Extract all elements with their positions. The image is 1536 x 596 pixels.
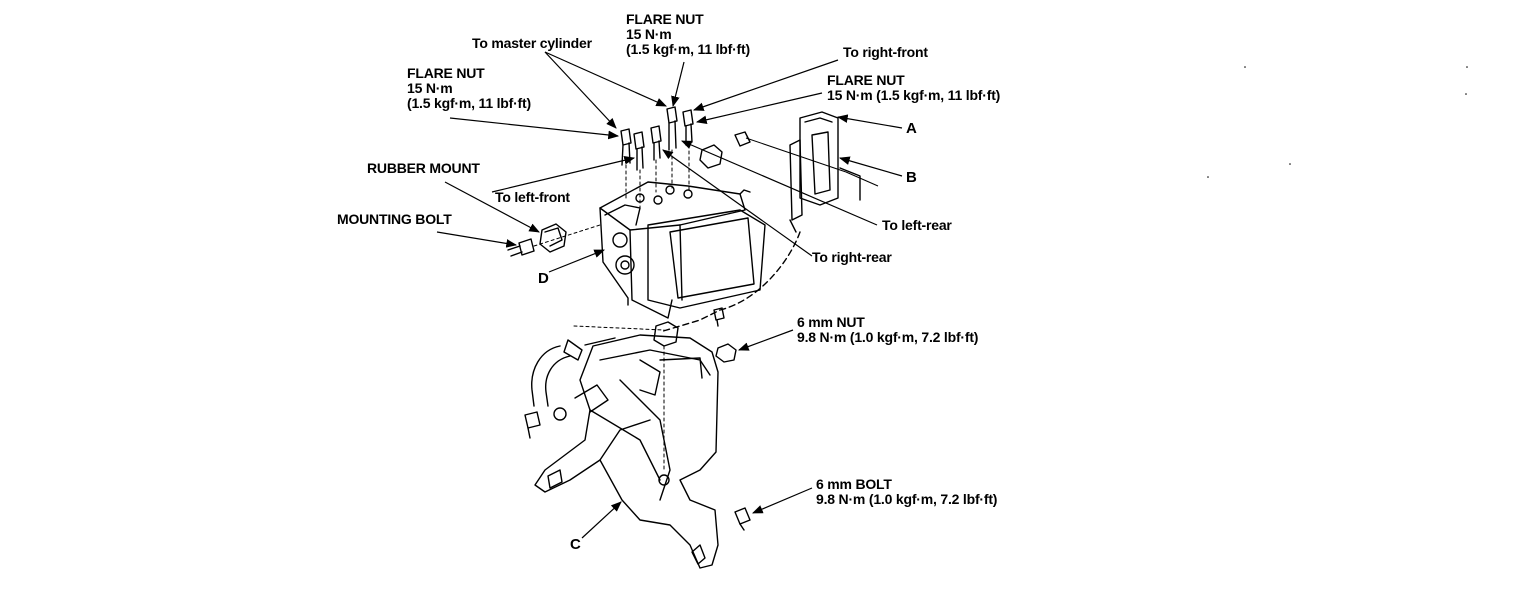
six-mm-nut xyxy=(715,343,737,363)
arrow-six-mm-bolt xyxy=(752,487,813,514)
bottom-bolt xyxy=(713,307,725,327)
label-d: D xyxy=(538,270,549,287)
arrow-flare-nut-left xyxy=(449,117,620,140)
arrow-left-rear xyxy=(681,140,878,226)
label-rubber-mount: RUBBER MOUNT xyxy=(367,160,480,176)
arrow-d xyxy=(548,249,606,273)
label-to-right-front: To right-front xyxy=(843,44,928,60)
arrow-master-cyl-2 xyxy=(544,51,667,107)
label-flare-nut-left: FLARE NUT 15 N·m (1.5 kgf·m, 11 lbf·ft) xyxy=(407,65,531,111)
arrow-right-front xyxy=(692,59,839,111)
port-guide-lines xyxy=(625,144,690,211)
label-c: C xyxy=(570,536,581,553)
label-b: B xyxy=(906,169,917,186)
flare-nut-3 xyxy=(650,125,662,161)
rubber-mount xyxy=(539,223,567,253)
scan-specks xyxy=(1207,66,1468,178)
label-to-right-rear: To right-rear xyxy=(812,249,892,265)
arrow-flare-nut-top xyxy=(671,61,685,108)
mounting-bolt xyxy=(507,238,535,257)
arrow-c xyxy=(581,501,622,539)
label-a: A xyxy=(906,120,917,137)
arrow-a xyxy=(836,114,903,129)
label-to-left-front: To left-front xyxy=(495,189,570,205)
mounting-bracket xyxy=(534,334,719,569)
flare-nut-4 xyxy=(666,106,678,151)
bottom-rubber-mount xyxy=(653,321,679,347)
bracket-hose xyxy=(531,337,616,407)
label-six-mm-bolt: 6 mm BOLT 9.8 N·m (1.0 kgf·m, 7.2 lbf·ft… xyxy=(816,476,998,507)
abs-modulator-unit xyxy=(599,181,766,319)
label-to-left-rear: To left-rear xyxy=(882,217,952,233)
connector-assembly xyxy=(789,111,861,233)
six-mm-bolt xyxy=(734,507,751,531)
flare-nut-5 xyxy=(682,109,694,146)
label-mounting-bolt: MOUNTING BOLT xyxy=(337,211,452,227)
arrow-master-cyl-1 xyxy=(544,51,617,129)
rubber-mount-right xyxy=(699,131,751,169)
label-to-master-cylinder: To master cylinder xyxy=(472,35,592,51)
arrow-six-mm-nut xyxy=(737,329,794,351)
flare-nut-2 xyxy=(633,131,645,171)
arrow-mounting-bolt xyxy=(436,231,518,248)
label-six-mm-nut: 6 mm NUT 9.8 N·m (1.0 kgf·m, 7.2 lbf·ft) xyxy=(797,314,979,345)
label-flare-nut-top: FLARE NUT 15 N·m (1.5 kgf·m, 11 lbf·ft) xyxy=(626,11,750,57)
arrow-right-rear xyxy=(662,149,813,257)
bracket-bolt-washer xyxy=(553,407,567,421)
arrow-b xyxy=(838,156,903,177)
bracket-bolt-left xyxy=(524,411,541,439)
arrow-flare-nut-right xyxy=(695,92,823,125)
arrow-rubber-mount xyxy=(444,181,540,233)
label-flare-nut-right: FLARE NUT 15 N·m (1.5 kgf·m, 11 lbf·ft) xyxy=(827,72,1001,103)
arrow-left-front xyxy=(491,156,636,193)
